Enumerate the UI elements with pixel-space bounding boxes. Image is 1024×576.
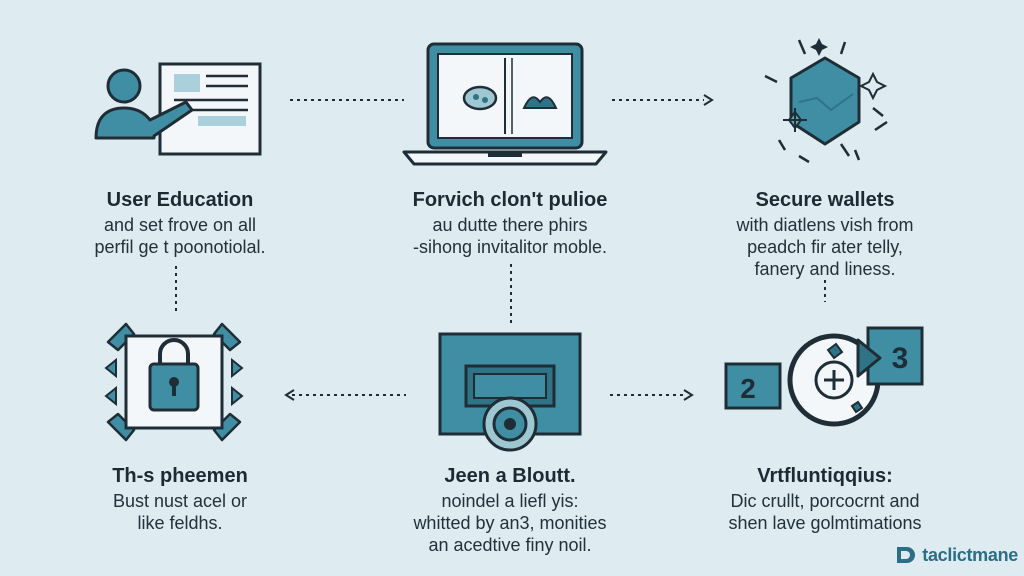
secure-wallet-hexagon-icon: [764, 38, 888, 164]
badge-three: 3: [892, 342, 909, 375]
connector-3-to-6: [824, 280, 826, 302]
step-1-title: User Education: [106, 189, 254, 211]
step-5-line-3: an acedtive finy noil.: [428, 535, 592, 555]
step-5-caption: Jeen a Bloutt. noindel a liefl yis: whit…: [385, 464, 635, 556]
step-2-title: Forvich clon't pulioe: [412, 189, 608, 211]
badge-two: 2: [740, 373, 756, 404]
brand-logo-icon: [897, 547, 916, 563]
step-5-line-2: whitted by an3, monities: [413, 513, 607, 533]
step-3-line-1: with diatlens vish from: [736, 215, 914, 235]
connector-5-to-6: [610, 389, 694, 401]
step-5-title: Jeen a Bloutt.: [444, 465, 576, 487]
step-6-caption: Vrtfluntiqqius: Dic crullt, porcocrnt an…: [700, 464, 950, 534]
step-2-line-1: au dutte there phirs: [432, 215, 588, 235]
step-4-caption: Th-s pheemen Bust nust acel or like feld…: [60, 464, 300, 534]
step-2-line-2: -sihong invitalitor moble.: [412, 237, 608, 257]
step-3-caption: Secure wallets with diatlens vish from p…: [700, 188, 950, 280]
padlock-icon: [104, 322, 244, 442]
connector-1-to-2: [290, 99, 404, 101]
connector-2-to-5: [510, 264, 512, 324]
step-4-title: Th-s pheemen: [112, 465, 248, 487]
step-6-line-1: Dic crullt, porcocrnt and: [730, 491, 920, 511]
connector-2-to-3: [612, 94, 714, 106]
user-presentation-icon: [94, 62, 262, 156]
brand-name: taclictmane: [922, 544, 1018, 565]
step-1-line-2: perfil ge t poonotiolal.: [94, 237, 266, 257]
two-factor-auth-icon: 2 3: [724, 326, 924, 427]
laptop-icon: [402, 42, 608, 166]
step-5-line-1: noindel a liefl yis:: [441, 491, 579, 511]
step-4-line-2: like feldhs.: [137, 513, 223, 533]
brand-watermark: taclictmane: [894, 544, 1018, 566]
connector-1-to-4: [175, 266, 177, 314]
step-6-title: Vrtfluntiqqius:: [757, 465, 893, 487]
step-4-line-1: Bust nust acel or: [112, 491, 248, 511]
step-1-caption: User Education and set frove on all perf…: [60, 188, 300, 258]
step-1-line-1: and set frove on all: [103, 215, 257, 235]
connector-5-to-4: [284, 389, 406, 401]
hardware-device-icon: [438, 332, 582, 452]
step-6-line-2: shen lave golmtimations: [728, 513, 922, 533]
step-2-caption: Forvich clon't pulioe au dutte there phi…: [385, 188, 635, 258]
step-3-line-3: fanery and liness.: [754, 259, 896, 279]
step-3-title: Secure wallets: [755, 189, 895, 211]
step-3-line-2: peadch fir ater telly,: [747, 237, 903, 257]
